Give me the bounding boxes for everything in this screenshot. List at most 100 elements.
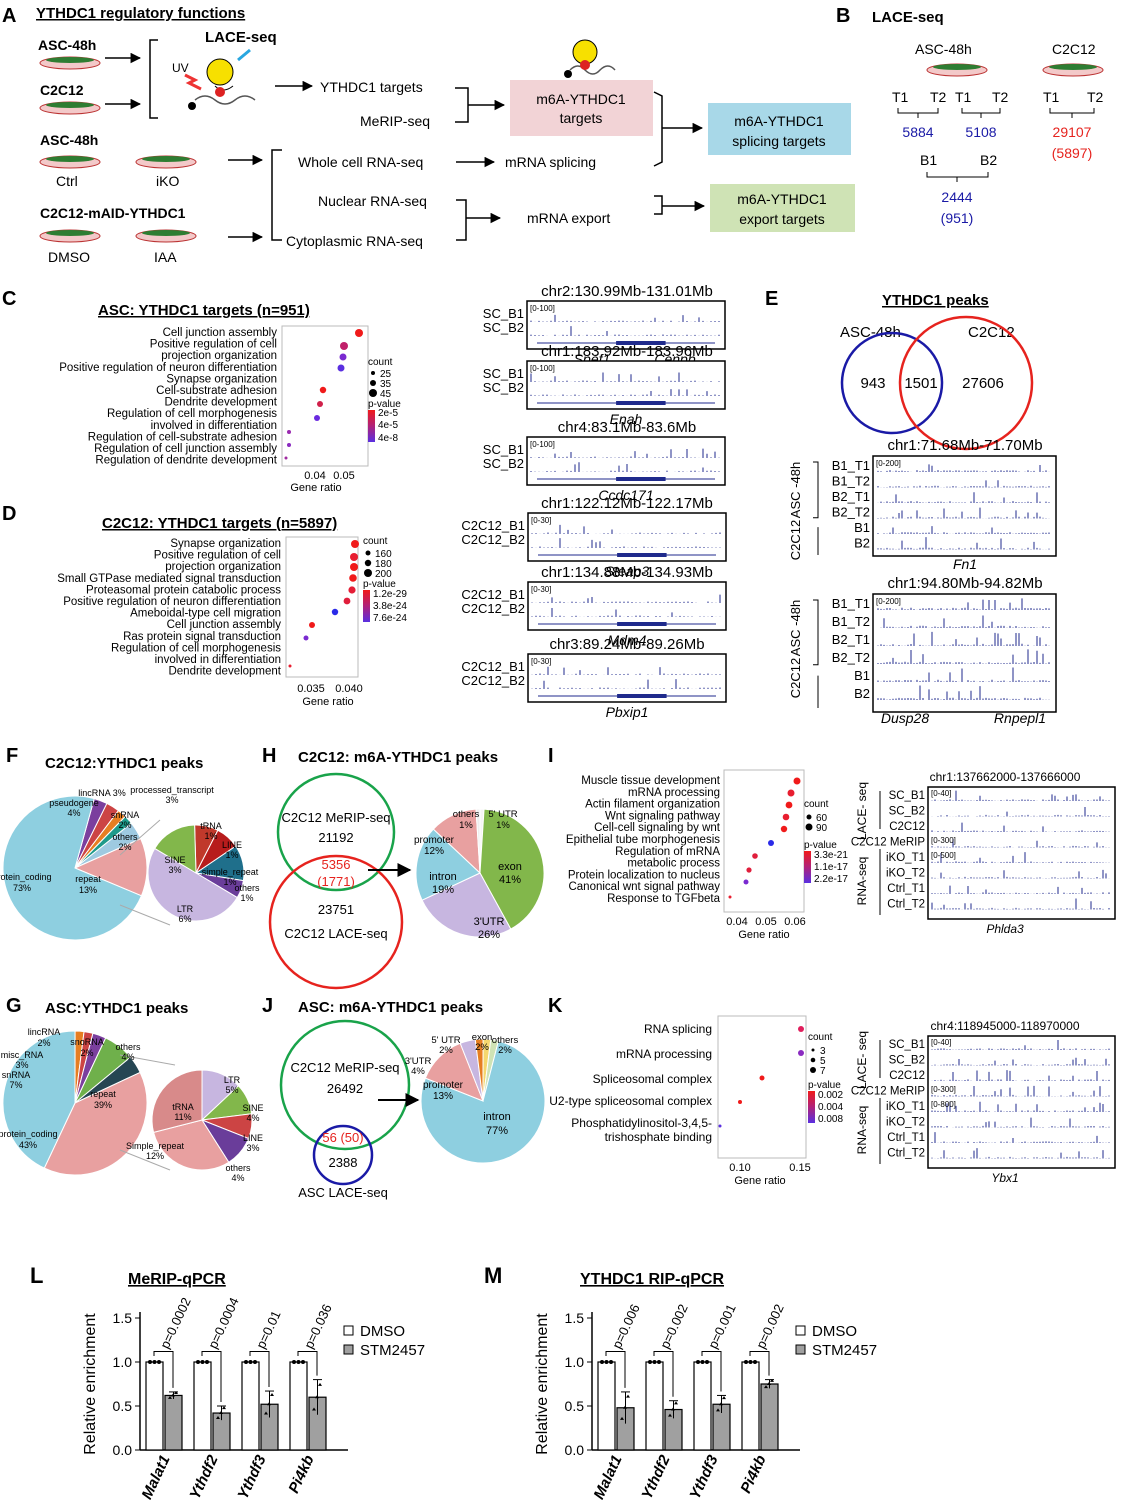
ythdc1-targets-label: YTHDC1 targets — [320, 79, 423, 95]
track-group-label: ASC -48h — [788, 600, 803, 656]
iaa-label: IAA — [154, 249, 177, 265]
track-row-label: B1_T1 — [832, 596, 870, 611]
track-coordinate: chr1:134.88Mb-134.93Mb — [541, 564, 713, 581]
go-dot — [350, 563, 358, 571]
y-tick-label: 1.0 — [113, 1354, 133, 1370]
pie-label: intron — [429, 871, 457, 883]
track-scale: [0-200] — [876, 459, 901, 468]
pie-label: 2% — [498, 1045, 512, 1056]
dish-icon — [39, 155, 197, 169]
pie-slice — [2, 1030, 76, 1169]
mrna-export-label: mRNA export — [527, 210, 610, 226]
y-axis-label: Relative enrichment — [534, 1313, 551, 1455]
panel-e-title: YTHDC1 peaks — [882, 292, 989, 309]
pie-label: 4% — [121, 1052, 134, 1062]
legend-label: STM2457 — [812, 1342, 877, 1359]
pie-label: snRNA — [111, 810, 140, 820]
pie-label: 11% — [174, 1112, 191, 1122]
go-dot — [728, 895, 732, 899]
panel-letter-d: D — [2, 503, 16, 525]
go-term-label: RNA splicing — [644, 1022, 712, 1036]
go-term-label: Regulation of mRNA — [615, 846, 720, 858]
go-term-label: Positive regulation of neuron differenti… — [59, 362, 277, 374]
p-colorbar — [808, 1091, 815, 1123]
go-term-label: Spliceosomal complex — [593, 1072, 712, 1086]
panel-letter-m: M — [484, 1263, 502, 1288]
p-value-label: p=0.006 — [609, 1302, 643, 1351]
track-row-label: C2C12_B2 — [461, 673, 525, 688]
track-row-label: Ctrl_T2 — [887, 899, 925, 911]
track-row-label: B2_T2 — [832, 650, 870, 665]
venn-circle-merip — [279, 1019, 411, 1151]
gene-name: Phlda3 — [986, 922, 1024, 936]
pie-label: 1% — [496, 820, 510, 831]
m6a-targets-line2: targets — [560, 110, 603, 126]
pie-chart: lincRNA 3%processed_transcript3%pseudoge… — [0, 785, 260, 941]
pie-label: exon — [498, 861, 522, 873]
panel-a-title: YTHDC1 regulatory functions — [36, 5, 245, 22]
panel-letter-b: B — [836, 5, 850, 27]
pie-label: others — [225, 1163, 251, 1173]
go-dot — [331, 608, 339, 616]
pie-chart: 5' UTR2%exon2%others2%3'UTR4%promoter13%… — [405, 1032, 546, 1164]
export-targets-box — [710, 184, 855, 232]
track-row-label: Ctrl_T1 — [887, 1132, 925, 1144]
panel-f: F C2C12:YTHDC1 peaks lincRNA 3%processed… — [0, 745, 260, 941]
go-dot — [288, 664, 292, 668]
go-term-label: Positive regulation of cell — [154, 550, 281, 562]
pie-label: 3'UTR — [474, 916, 505, 928]
genome-tracks-i: chr1:137662000-137666000SC_B1SC_B2C2C12C… — [851, 770, 1116, 936]
track-scale: [0-30] — [531, 516, 551, 525]
chart-title: MeRIP-qPCR — [128, 1271, 226, 1288]
x-axis-label: Gene ratio — [734, 1175, 785, 1187]
xtick: 0.04 — [304, 470, 325, 482]
track-row-label: C2C12 — [889, 1070, 925, 1082]
pie-label: 2% — [118, 842, 131, 852]
pie-label: 3% — [165, 795, 178, 805]
pie-label: intron — [483, 1111, 511, 1123]
y-tick-label: 1.0 — [565, 1354, 585, 1370]
count-legend-title: count — [808, 1032, 833, 1043]
venn-circle-lace — [312, 1124, 374, 1186]
y-tick-label: 1.5 — [113, 1310, 133, 1326]
gene-name: Enah — [610, 411, 643, 427]
count-legend-value: 60 — [816, 813, 828, 824]
pie-label: 5% — [225, 1085, 238, 1095]
pie-label: LINE — [222, 840, 242, 850]
go-dot — [351, 540, 359, 548]
pie-label: 13% — [433, 1091, 453, 1102]
bar-dmso — [241, 1361, 260, 1451]
panel-letter-e: E — [765, 288, 778, 310]
go-dot — [743, 879, 749, 885]
xtick: 0.040 — [335, 683, 363, 695]
pie-slice — [421, 872, 512, 938]
count-legend-value: 90 — [816, 823, 828, 834]
go-term-label: Synapse organization — [170, 538, 281, 550]
venn-circle-asc — [840, 331, 944, 435]
legend-label: DMSO — [360, 1323, 405, 1340]
go-dot — [752, 853, 758, 859]
p-legend-value: 2.2e-17 — [814, 874, 848, 885]
panel-c-title: ASC: YTHDC1 targets (n=951) — [98, 302, 310, 319]
pie-label: misc_RNA — [1, 1050, 44, 1060]
venn-circle-lace — [268, 854, 404, 990]
venn-value: 2388 — [329, 1155, 358, 1170]
pie-label: tRNA — [200, 821, 222, 831]
legend-label: DMSO — [812, 1323, 857, 1340]
track-row-label: B1 — [854, 668, 870, 683]
track-scale: [0-40] — [931, 1038, 951, 1047]
pie-label: 2% — [475, 1042, 489, 1053]
track-row-label: C2C12 — [889, 821, 925, 833]
track-row-label: B2 — [854, 686, 870, 701]
x-axis-label: Gene ratio — [738, 929, 789, 941]
category-label: Ythdf2 — [186, 1452, 221, 1500]
go-dot — [287, 443, 291, 447]
t2: T2 — [1087, 89, 1104, 105]
venn-overlap: (1771) — [317, 874, 355, 889]
p-legend-value: 0.002 — [818, 1090, 843, 1101]
dotplot-frame — [281, 325, 369, 467]
p-colorbar — [363, 590, 370, 622]
track-row-label: B1_T2 — [832, 474, 870, 489]
